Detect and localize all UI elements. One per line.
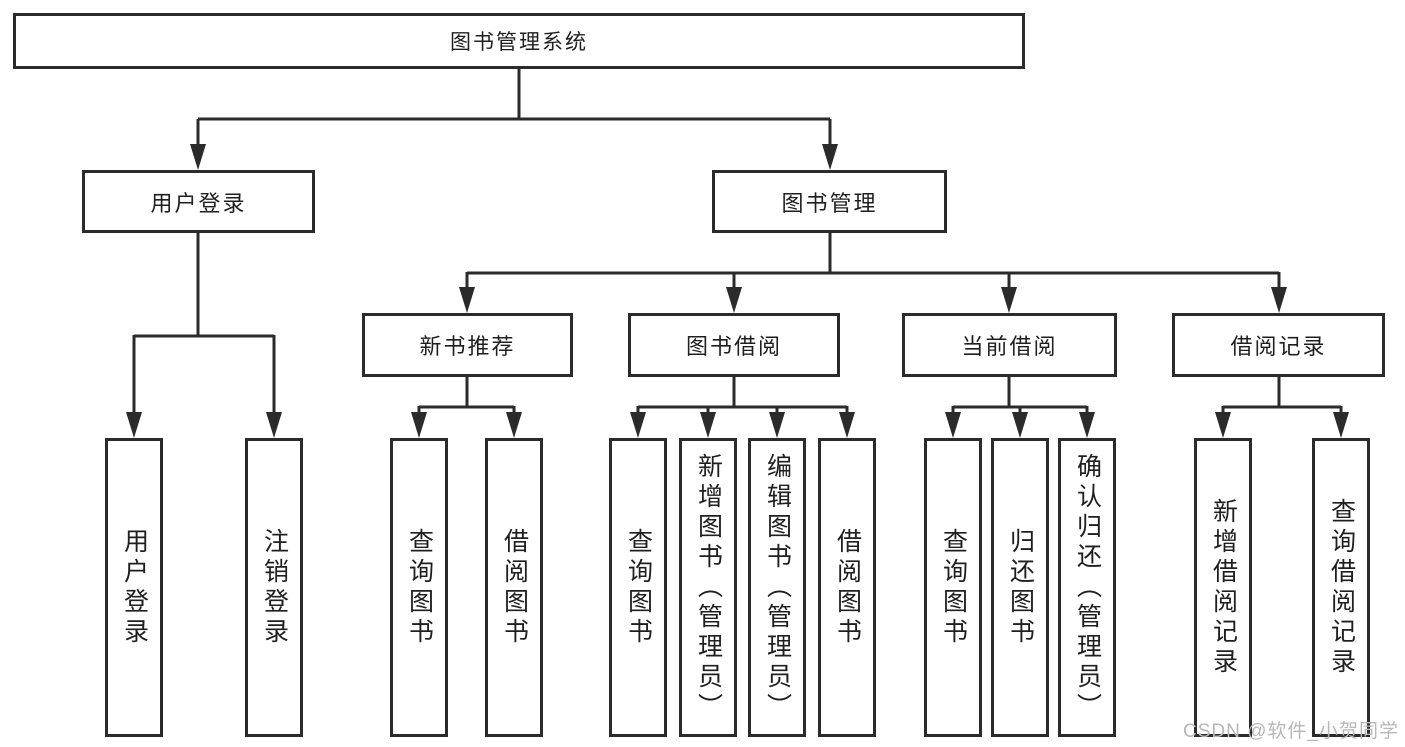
node-borrow-books-recommend: 借阅图书 bbox=[485, 438, 543, 737]
node-logout: 注销登录 bbox=[245, 438, 303, 737]
node-book-borrowing: 图书借阅 bbox=[628, 313, 840, 377]
node-label: 借阅图书 bbox=[833, 527, 862, 648]
node-label: 图书借阅 bbox=[685, 334, 782, 359]
node-label: 借阅图书 bbox=[500, 527, 529, 648]
node-label: 编辑图书（管理员） bbox=[763, 452, 792, 723]
node-label: 查询借阅记录 bbox=[1327, 497, 1356, 678]
node-label: 查询图书 bbox=[405, 527, 434, 648]
node-label: 归还图书 bbox=[1006, 527, 1035, 648]
node-label: 借阅记录 bbox=[1230, 334, 1327, 359]
node-edit-books-admin: 编辑图书（管理员） bbox=[748, 438, 806, 737]
node-add-books-admin: 新增图书（管理员） bbox=[679, 438, 737, 737]
node-label: 用户登录 bbox=[150, 190, 247, 216]
node-user-login-leaf: 用户登录 bbox=[105, 438, 163, 737]
node-label: 确认归还（管理员） bbox=[1073, 452, 1102, 723]
node-query-books-borrowing: 查询图书 bbox=[609, 438, 667, 737]
node-label: 新书推荐 bbox=[419, 334, 516, 359]
node-new-book-recommendation: 新书推荐 bbox=[362, 313, 573, 377]
node-label: 图书管理 bbox=[781, 190, 878, 216]
node-label: 注销登录 bbox=[260, 527, 289, 648]
node-label: 当前借阅 bbox=[961, 334, 1058, 359]
node-label: 新增借阅记录 bbox=[1209, 497, 1238, 678]
node-current-borrowing: 当前借阅 bbox=[902, 313, 1117, 377]
watermark: CSDN @软件_小贺同学 bbox=[1183, 721, 1399, 742]
node-confirm-return-admin: 确认归还（管理员） bbox=[1058, 438, 1116, 737]
node-label: 查询图书 bbox=[624, 527, 653, 648]
node-library-management-system: 图书管理系统 bbox=[13, 13, 1025, 69]
node-borrow-books-borrowing: 借阅图书 bbox=[818, 438, 876, 737]
node-query-books-recommend: 查询图书 bbox=[390, 438, 448, 737]
node-label: 查询图书 bbox=[939, 527, 968, 648]
node-book-management: 图书管理 bbox=[712, 170, 947, 233]
node-borrowing-records: 借阅记录 bbox=[1172, 313, 1385, 377]
node-label: 图书管理系统 bbox=[450, 31, 588, 54]
node-query-borrowing-record: 查询借阅记录 bbox=[1312, 438, 1370, 737]
node-label: 用户登录 bbox=[120, 527, 149, 648]
node-add-borrowing-record: 新增借阅记录 bbox=[1194, 438, 1252, 737]
node-label: 新增图书（管理员） bbox=[694, 452, 723, 723]
node-user-login: 用户登录 bbox=[82, 170, 315, 233]
node-return-books: 归还图书 bbox=[991, 438, 1049, 737]
node-query-books-current: 查询图书 bbox=[924, 438, 982, 737]
